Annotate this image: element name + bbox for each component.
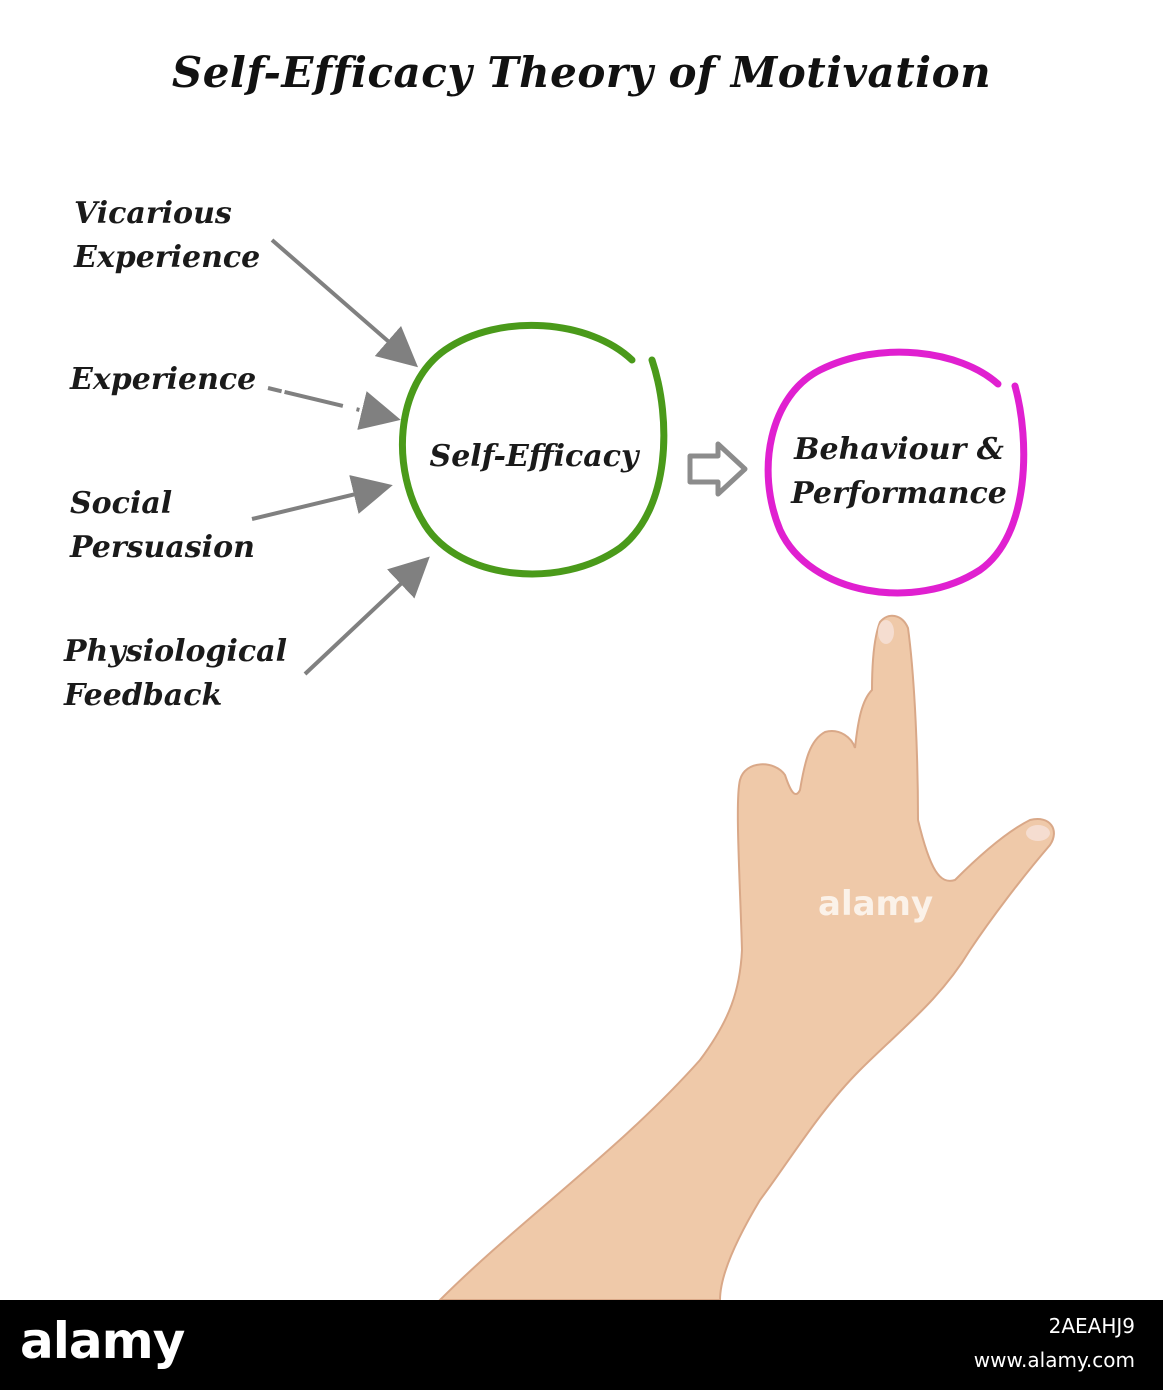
input-label-social-persuasion: Social Persuasion (70, 486, 255, 565)
arrow-physiological-feedback (303, 556, 430, 676)
diagram-title: Self-Efficacy Theory of Motivation (171, 48, 992, 97)
self-efficacy-circle (399, 321, 668, 578)
footer-image-id: 2AEAHJ9 (1048, 1314, 1135, 1338)
behaviour-circle (764, 348, 1028, 597)
behaviour-performance-node: Behaviour & Performance (791, 432, 1007, 511)
self-efficacy-node: Self-Efficacy (429, 439, 639, 474)
pointing-hand (438, 614, 1055, 1300)
arrow-experience (267, 386, 401, 430)
arrow-vicarious-experience (270, 238, 419, 368)
watermark: alamy (818, 884, 934, 924)
arrow-social-persuasion (251, 475, 393, 521)
footer-brand-logo: alamy (20, 1312, 185, 1370)
fingernail (878, 620, 1050, 841)
footer-bar: alamy 2AEAHJ9 www.alamy.com (0, 1300, 1163, 1390)
footer-url: www.alamy.com (973, 1348, 1135, 1372)
input-label-experience: Experience (70, 362, 257, 397)
input-label-physiological-feedback: Physiological Feedback (64, 634, 287, 713)
flow-arrow (687, 441, 748, 497)
input-label-vicarious-experience: Vicarious Experience (74, 196, 261, 275)
diagram-graphics (251, 238, 1055, 1300)
